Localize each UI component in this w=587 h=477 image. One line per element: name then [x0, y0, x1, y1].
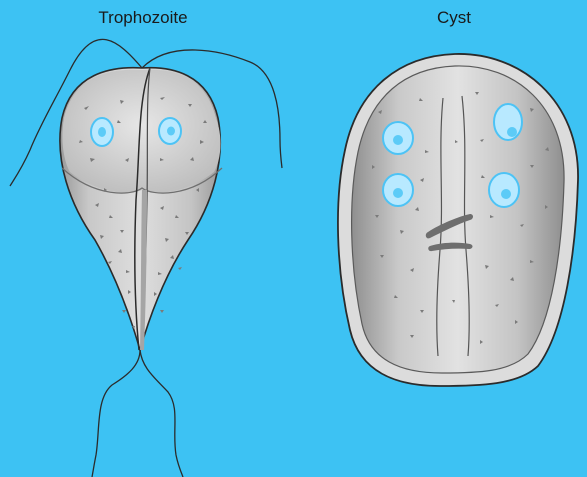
cyst-nucleus-upper-left [383, 122, 413, 154]
cyst [338, 54, 578, 386]
trophozoite [10, 39, 282, 477]
cyst-nucleus-upper-right [494, 104, 522, 140]
trophozoite-nucleus-left [91, 118, 113, 146]
trophozoite-nucleus-right [159, 118, 181, 144]
ventral-disc [62, 70, 220, 193]
cyst-nucleus-lower-right [489, 173, 519, 207]
posterior-flagellum-a [92, 350, 140, 477]
cyst-nucleus-lower-left [383, 174, 413, 206]
posterior-flagellum-b [140, 350, 183, 477]
